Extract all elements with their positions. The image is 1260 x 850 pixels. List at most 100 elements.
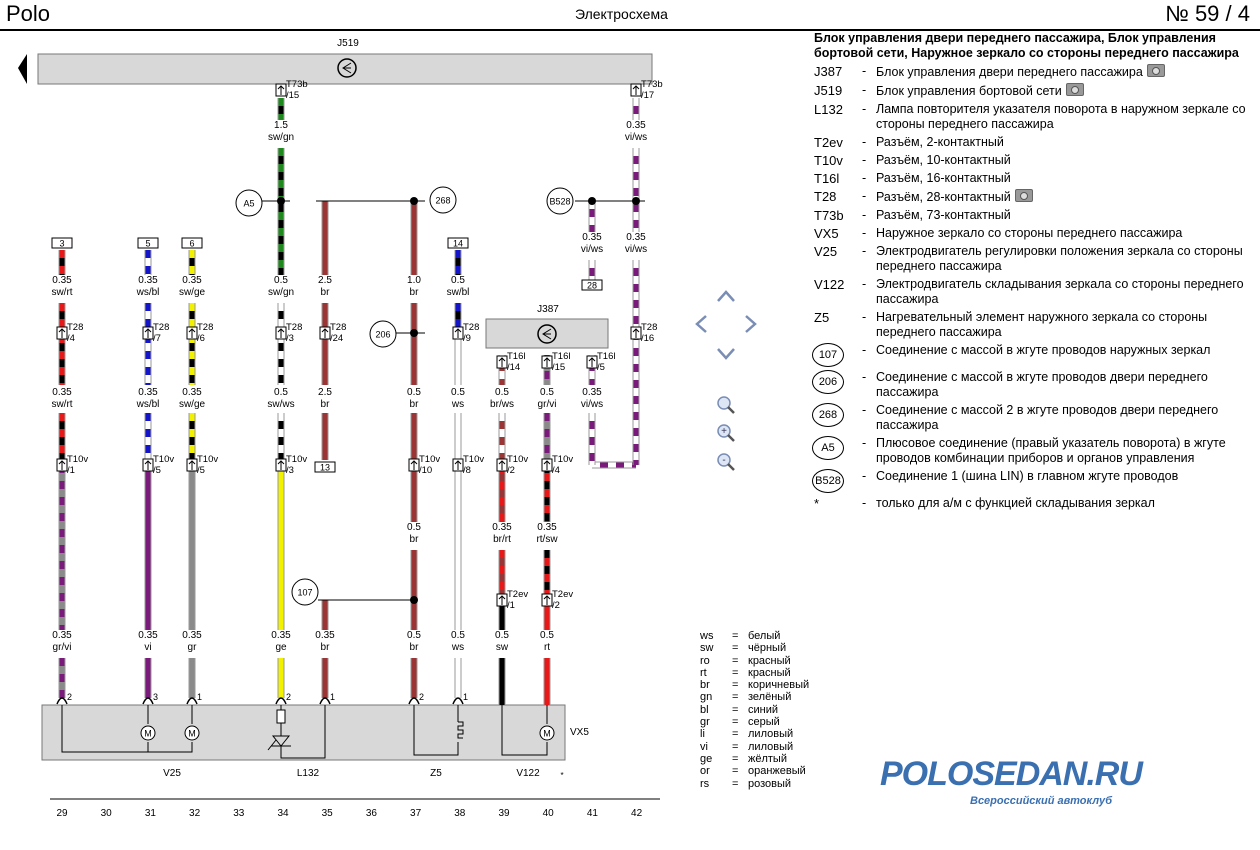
connector-pin: /5 [197,465,205,476]
legend-item: T10v-Разъём, 10-контактный [814,153,1254,168]
connector-name: T28 [67,322,83,333]
label-V25: V25 [163,768,181,779]
watermark-logo: POLOSEDAN.RU Всероссийский автоклуб [880,755,1143,807]
separator: - [862,171,867,185]
legend-text: Электродвигатель регулировки положения з… [876,244,1254,274]
zoom-in-icon[interactable]: + [717,424,735,442]
camera-icon[interactable] [1065,83,1084,96]
equals: = [732,642,739,655]
connector-arrow-icon [454,460,462,470]
wire-color-code: br [410,287,420,298]
component-code: Z5 [814,310,830,325]
separator: - [862,135,867,149]
pan-down-icon[interactable] [717,348,735,360]
color-name: зелёный [748,691,792,704]
mirror-VX5-housing [41,704,566,761]
color-name: чёрный [748,642,787,655]
plug-pin-icon [319,697,331,705]
color-code-row: gn=зелёный [700,691,809,703]
connector-arrow-icon [454,328,462,338]
color-abbrev: sw [700,642,714,655]
legend-item: *-только для а/м с функцией складывания … [814,496,1254,511]
legend-item: T73b-Разъём, 73-контактный [814,208,1254,223]
zoom-icon[interactable] [717,396,735,414]
legend-title: Блок управления двери переднего пассажир… [814,31,1239,60]
wire-color-code: br/rt [493,534,511,545]
color-name: лиловый [748,740,794,753]
component-code: VX5 [814,226,839,241]
color-name: серый [748,716,780,729]
node-label: 107 [297,588,312,598]
equals: = [732,752,739,765]
pan-up-icon[interactable] [717,290,735,302]
legend-text: Соединение с массой 2 в жгуте проводов д… [876,403,1254,433]
legend-description: Соединение 1 (шина LIN) в главном жгуте … [876,469,1179,483]
legend-text: Соединение с массой в жгуте проводов нар… [876,343,1254,358]
left-arrow-icon[interactable] [18,54,27,84]
connector-pin: /24 [330,333,343,344]
wire-gauge: 0.35 [271,630,291,641]
color-name: красный [748,666,791,679]
legend-item: L132-Лампа повторителя указателя поворот… [814,102,1254,132]
separator: - [862,277,867,291]
color-code-row: ws=белый [700,630,809,642]
legend-item: T2ev-Разъём, 2-контактный [814,135,1254,150]
camera-icon[interactable] [1146,64,1165,77]
connector-arrow-icon [410,460,418,470]
led-icon [267,735,291,751]
wire-gauge: 0.5 [407,522,421,533]
wire-color-code: sw/ws [267,399,294,410]
legend-item: J387-Блок управления двери переднего пас… [814,64,1254,80]
wire-gauge: 0.35 [492,522,512,533]
column-number: 42 [631,808,643,819]
watermark-subtitle: Всероссийский автоклуб [970,795,1113,807]
separator: - [862,469,867,483]
motor-letter-icon: M [543,729,551,739]
node-label: B528 [549,197,570,207]
connector-arrow-icon [632,328,640,338]
pan-right-icon[interactable] [745,315,757,333]
wire-gauge: 0.35 [52,275,72,286]
wire-color-code: br [410,642,420,653]
splice-dot [410,329,418,337]
legend-item: T28-Разъём, 28-контактный [814,189,1254,205]
zoom-out-icon[interactable]: - [717,453,735,471]
label-J387: J387 [537,304,559,315]
plug-pin-icon [275,697,287,705]
connector-pin: /3 [286,333,294,344]
equals: = [732,765,739,778]
legend-text: Блок управления двери переднего пассажир… [876,64,1254,80]
wire-color-code: sw/ge [179,399,206,410]
separator: - [862,226,867,240]
equals: = [732,666,739,679]
connector-arrow-icon [321,328,329,338]
color-abbrev: rs [700,777,710,790]
wire-color-code: sw [496,642,509,653]
node-label: 268 [435,196,450,206]
wire-gauge: 0.35 [626,232,646,243]
splice-dot [632,197,640,205]
connector-pin: /6 [197,333,205,344]
column-number: 37 [410,808,422,819]
legend-text: Электродвигатель складывания зеркала со … [876,277,1254,307]
component-legend: Блок управления двери переднего пассажир… [812,31,1254,514]
connector-name: T16l [597,351,615,362]
pan-left-icon[interactable] [695,315,707,333]
column-number: 29 [56,808,68,819]
column-number: 31 [145,808,157,819]
wire-gauge: 0.5 [451,275,465,286]
legend-text: Соединение 1 (шина LIN) в главном жгуте … [876,469,1254,484]
camera-icon[interactable] [1014,189,1033,202]
wire-color-code: vi/ws [625,244,647,255]
equals: = [732,777,739,790]
connector-pin: /2 [552,600,560,611]
legend-description: Наружное зеркало со стороны переднего па… [876,226,1183,240]
legend-text: только для а/м с функцией складывания зе… [876,496,1254,511]
legend-text: Разъём, 16-контактный [876,171,1254,186]
connector-pin: /8 [463,465,471,476]
wire-gauge: 0.35 [52,630,72,641]
node-label: A5 [243,199,254,209]
color-name: лиловый [748,728,794,741]
control-unit-symbol-icon [337,58,357,78]
legend-description: Лампа повторителя указателя поворота в н… [876,102,1246,131]
